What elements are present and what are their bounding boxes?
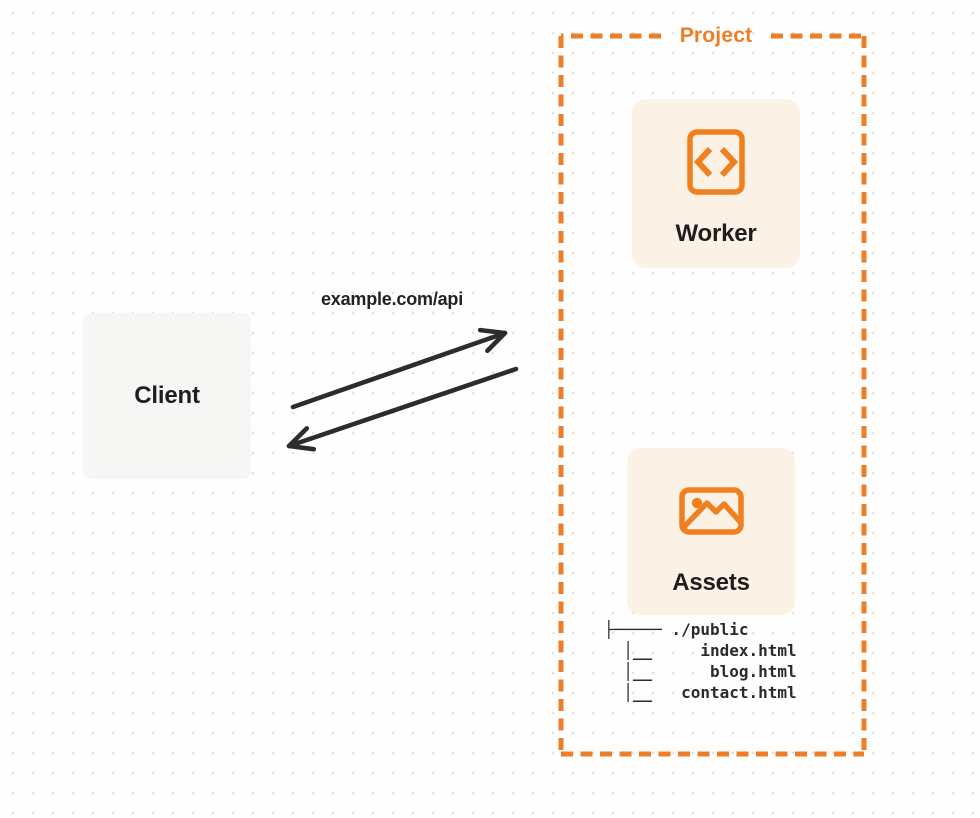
request-url-label: example.com/api [320, 289, 464, 309]
client-label: Client [134, 382, 200, 409]
code-file-icon [687, 129, 745, 195]
response-arrow [286, 366, 519, 452]
worker-label: Worker [675, 220, 757, 247]
request-arrow [290, 327, 508, 410]
assets-node: Assets [627, 448, 795, 615]
image-icon [678, 487, 744, 535]
worker-node: Worker [632, 99, 800, 268]
assets-label: Assets [672, 569, 750, 596]
project-label: Project [679, 24, 753, 47]
assets-file-tree: ├───── ./public │__ index.html │__ blog.… [604, 620, 797, 702]
client-node: Client [83, 313, 251, 479]
project-boundary [558, 33, 867, 757]
